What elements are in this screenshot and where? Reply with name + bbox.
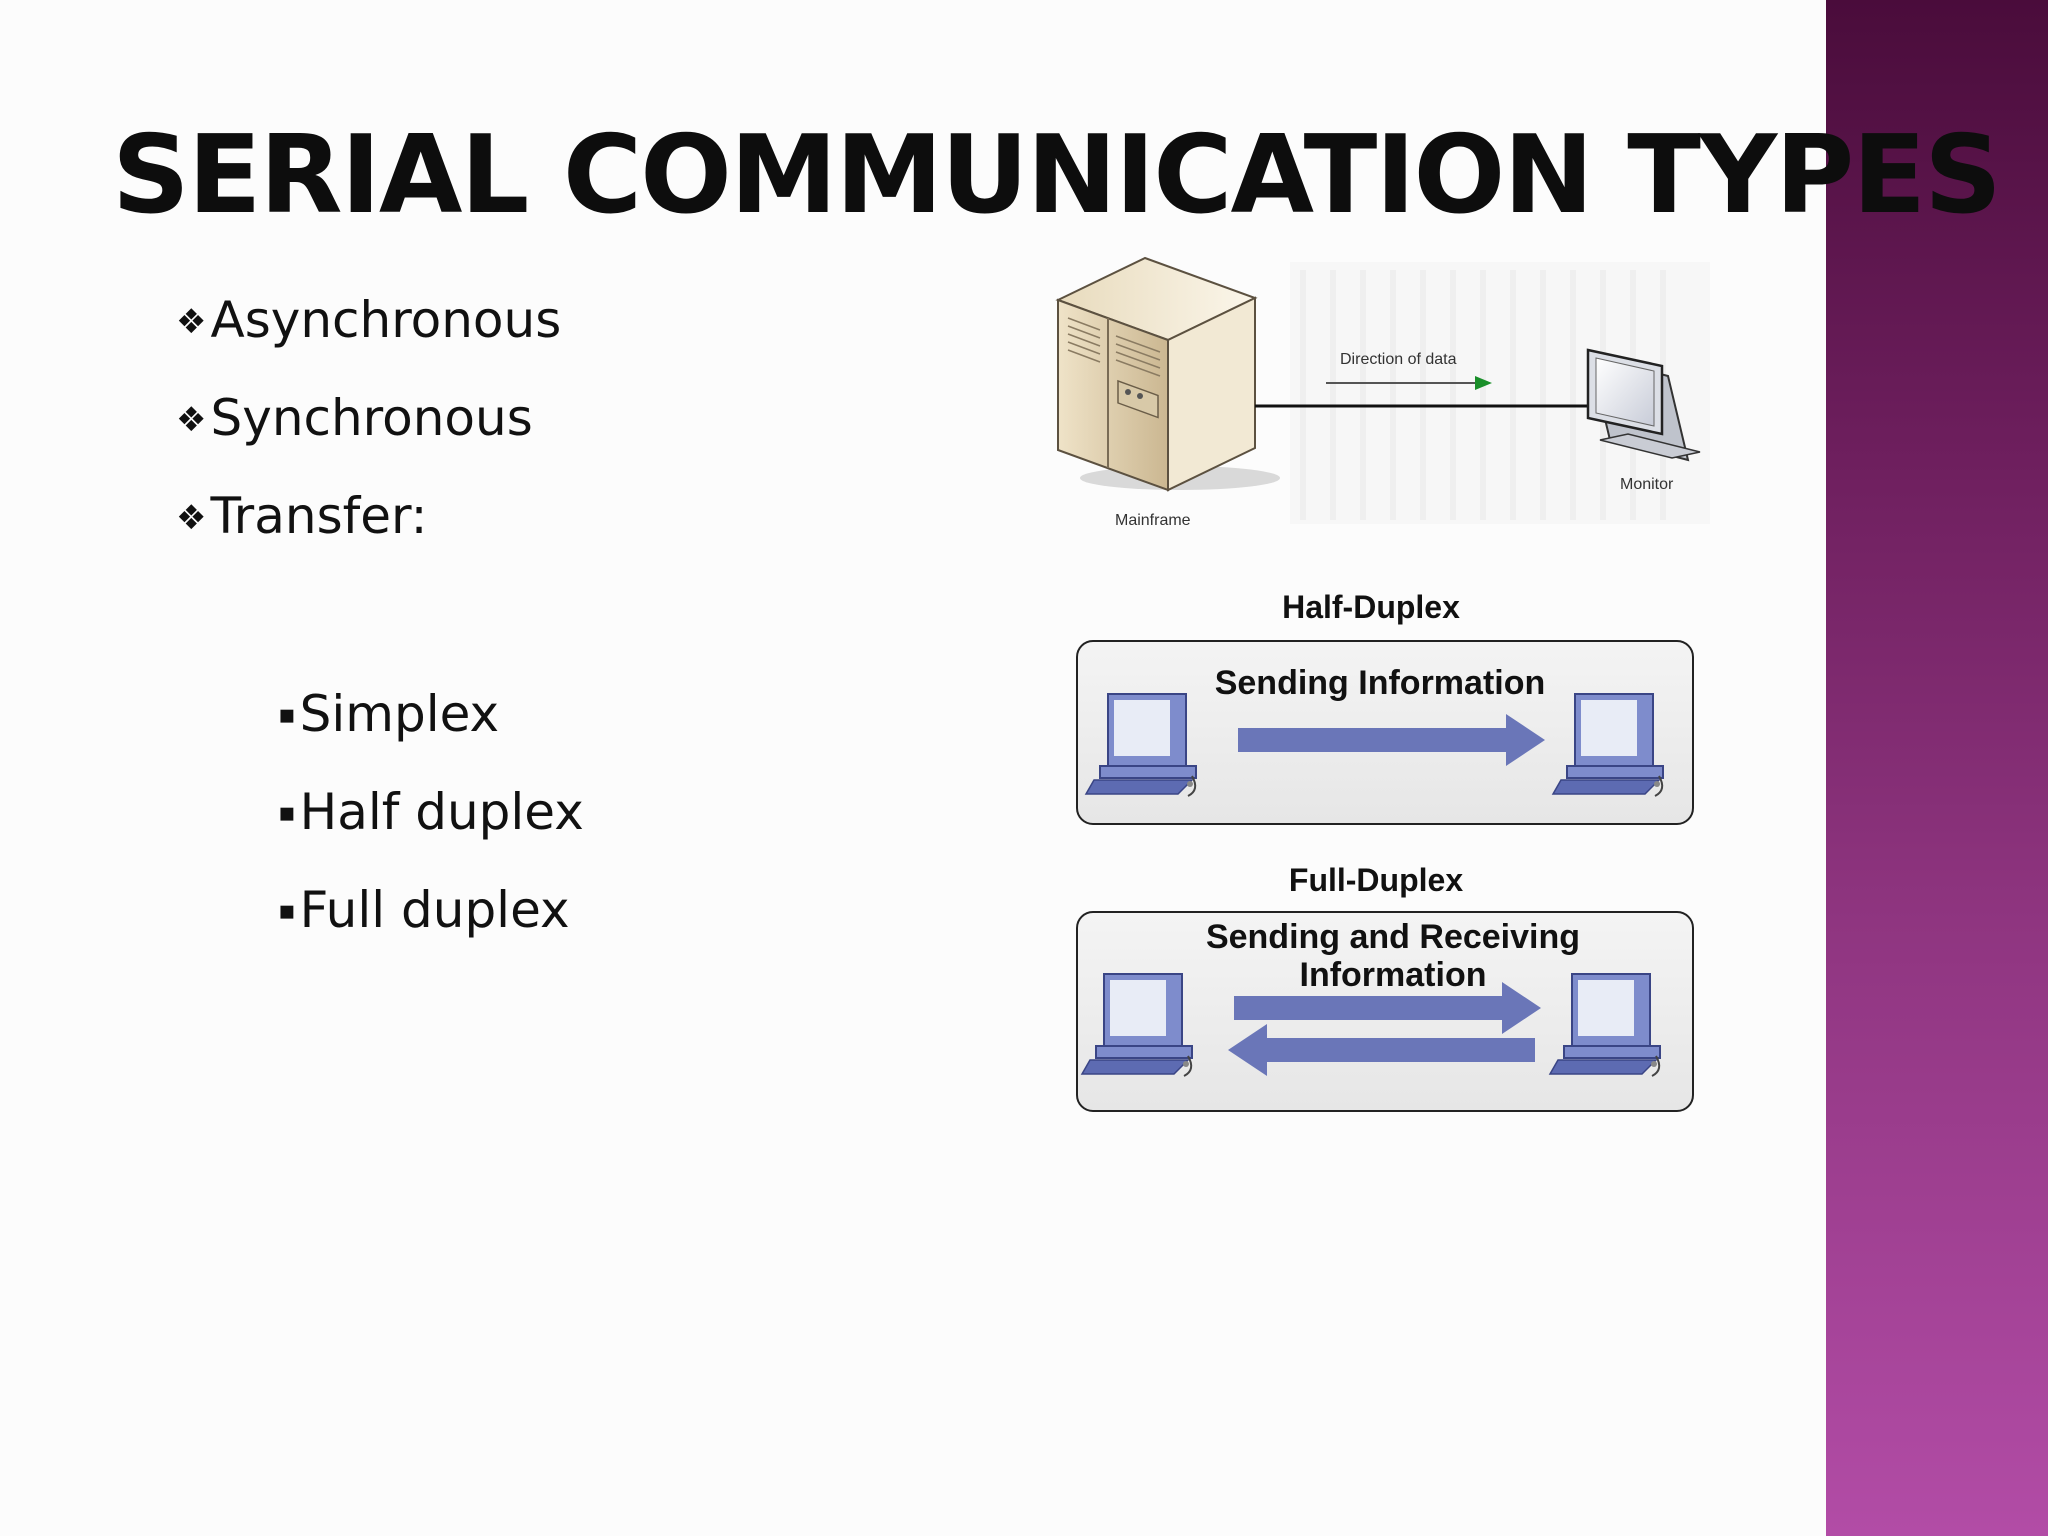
sub-bullet-item: ▪Half duplex — [278, 782, 584, 843]
bullet-text: Synchronous — [210, 389, 533, 447]
square-bullet-icon: ▪ — [278, 896, 296, 926]
computer-icon — [1551, 693, 1664, 797]
send-arrow-icon — [1234, 982, 1541, 1034]
mainframe-label: Mainframe — [1115, 512, 1191, 529]
sub-bullet-item: ▪Full duplex — [278, 880, 570, 941]
bullet-item: ❖Transfer: — [176, 486, 428, 548]
full-duplex-title: Full-Duplex — [1289, 862, 1463, 898]
direction-arrow-icon — [1475, 376, 1492, 390]
half-duplex-caption: Sending Information — [1215, 664, 1546, 702]
bullet-text: Transfer: — [210, 487, 428, 545]
half-duplex-diagram: Half-Duplex Sending Information — [1076, 589, 1694, 825]
full-duplex-caption-line2: Information — [1300, 956, 1487, 994]
simplex-diagram: Mainframe Direction of data Monitor — [1055, 256, 1710, 529]
computer-icon — [1548, 973, 1661, 1077]
diamond-bullet-icon: ❖ — [176, 400, 207, 440]
bullet-item: ❖Asynchronous — [176, 290, 561, 352]
bullet-item: ❖Synchronous — [176, 388, 533, 450]
computer-icon — [1080, 973, 1193, 1077]
sub-bullet-text: Half duplex — [299, 783, 584, 841]
sub-bullet-text: Full duplex — [299, 881, 570, 939]
square-bullet-icon: ▪ — [278, 700, 296, 730]
sub-bullet-text: Simplex — [299, 685, 500, 743]
monitor-label: Monitor — [1620, 476, 1674, 493]
bullet-text: Asynchronous — [210, 291, 562, 349]
diamond-bullet-icon: ❖ — [176, 498, 207, 538]
monitor-icon: Monitor — [1586, 348, 1701, 493]
direction-label: Direction of data — [1340, 351, 1457, 368]
half-duplex-title: Half-Duplex — [1282, 589, 1460, 625]
send-arrow-icon — [1238, 714, 1545, 766]
full-duplex-diagram: Full-Duplex Sending and Receiving Inform… — [1076, 862, 1694, 1112]
full-duplex-caption-line1: Sending and Receiving — [1206, 918, 1580, 956]
mainframe-icon: Mainframe — [1055, 256, 1280, 529]
computer-icon — [1084, 693, 1197, 797]
slide-title: SERIAL COMMUNICATION TYPES — [112, 113, 2002, 238]
sub-bullet-item: ▪Simplex — [278, 684, 499, 745]
diamond-bullet-icon: ❖ — [176, 302, 207, 342]
receive-arrow-icon — [1228, 1024, 1535, 1076]
square-bullet-icon: ▪ — [278, 798, 296, 828]
decorative-side-band — [1826, 0, 2048, 1536]
